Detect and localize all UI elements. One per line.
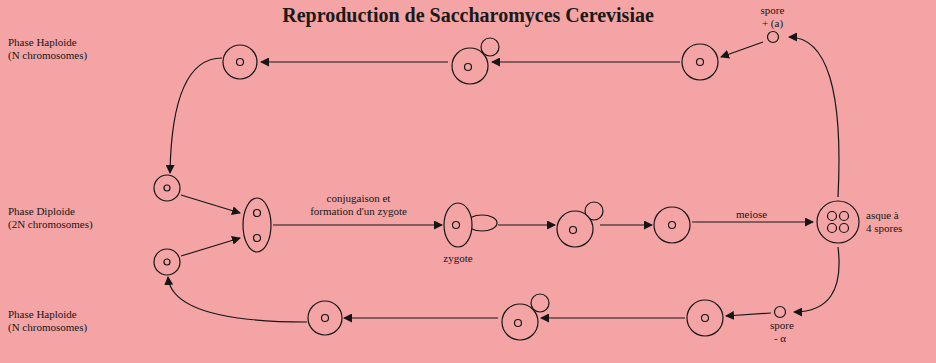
phase-label: Phase Haploide (N chromosomes) [8, 36, 88, 62]
spore-circle [766, 30, 780, 44]
title-holder: Reproduction de Saccharomyces Cerevisiae [0, 3, 936, 27]
ascus-label: asque à 4 spores [866, 209, 903, 235]
cell-nucleus [697, 59, 704, 66]
zygote-body [444, 203, 472, 247]
label-holder: Phase Haploide (N chromosomes) [8, 36, 88, 62]
arrow-line [273, 224, 442, 225]
spore-label: spore + (a) [760, 4, 785, 30]
arrow-line [498, 224, 555, 225]
cell-nucleus [254, 235, 261, 242]
cell-nucleus [465, 64, 472, 71]
spore-outline [767, 32, 778, 43]
arrow-line [181, 238, 240, 256]
cell-bud [531, 294, 549, 312]
ascospore [840, 212, 849, 221]
cycle-arrow [789, 37, 839, 197]
spore-label: spore - α [770, 319, 790, 345]
arrow-line [600, 224, 652, 225]
yeast-cell [223, 45, 257, 79]
cell-nucleus [237, 59, 244, 66]
cell-nucleus [669, 222, 676, 229]
spore-circle [773, 305, 787, 319]
diploid-cell [654, 207, 690, 243]
ascus-outline [817, 201, 859, 243]
cell-nucleus [322, 315, 329, 322]
ascospore [840, 224, 849, 233]
cell-nucleus [453, 222, 460, 229]
phase-label: Phase Diploide (2N chromosomes) [8, 205, 93, 231]
cell-nucleus [164, 185, 170, 191]
arrow-line [181, 195, 240, 213]
cycle-arrow [794, 247, 839, 312]
cell-nucleus [702, 315, 709, 322]
arrow-line [721, 42, 763, 57]
ascospore [828, 212, 837, 221]
haploid-cell [154, 175, 180, 201]
zygote-node: zygote [438, 196, 504, 276]
label-holder: Phase Diploide (2N chromosomes) [8, 205, 93, 231]
spore-node: spore + (a) [758, 4, 787, 44]
phase-label: Phase Haploide (N chromosomes) [8, 308, 88, 334]
cell-bud [481, 38, 499, 56]
arrow-line [692, 221, 813, 222]
arrow-line [261, 61, 448, 62]
cell-nucleus [254, 210, 261, 217]
cell-nucleus [515, 320, 522, 327]
label-holder: meiose [736, 204, 767, 222]
step-label: meiose [736, 208, 767, 221]
budding-cell [452, 48, 488, 84]
spore-node: spore - α [768, 305, 792, 345]
yeast-cell [682, 44, 718, 80]
budding-cell [557, 211, 593, 247]
budding-cell [502, 304, 538, 340]
arrow-line [492, 61, 680, 62]
yeast-cell [308, 301, 342, 335]
yeast-cell [687, 300, 723, 336]
spore-outline [775, 307, 786, 318]
ascospore [828, 224, 837, 233]
ascus-shape [814, 198, 862, 246]
cell-nucleus [570, 227, 577, 234]
arrow-line [541, 317, 685, 318]
conjugating-cell [243, 198, 271, 252]
return-arrow [168, 277, 307, 322]
step-label: conjugaison et formation d'un zygote [310, 192, 407, 218]
diagram-title: Reproduction de Saccharomyces Cerevisiae [0, 3, 936, 27]
haploid-cell [154, 249, 180, 275]
label-holder: conjugaison et formation d'un zygote [310, 192, 407, 218]
arrow-line [344, 317, 498, 318]
arrow-line [726, 313, 771, 316]
cell-nucleus [164, 259, 170, 265]
ascus-node: asque à 4 spores [814, 198, 905, 246]
zygote-label: zygote [438, 196, 478, 265]
label-holder: Phase Haploide (N chromosomes) [8, 308, 88, 334]
return-arrow [170, 58, 222, 173]
